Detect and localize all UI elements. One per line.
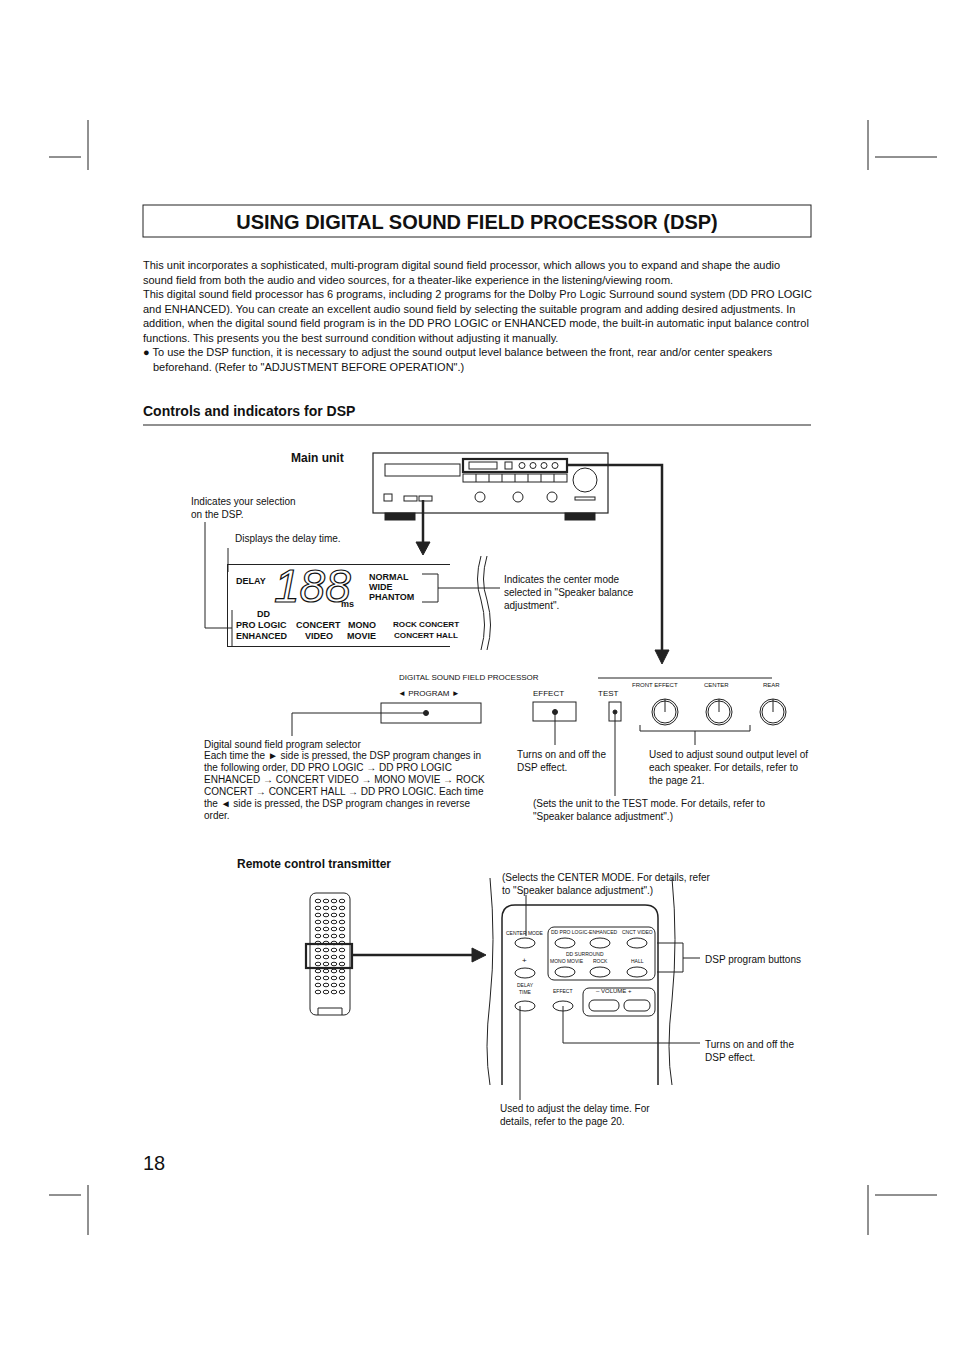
label: ms <box>341 599 354 611</box>
note-text: ● To use the DSP function, it is necessa… <box>143 345 823 374</box>
section-heading: Controls and indicators for DSP <box>143 402 355 420</box>
callout-text: Used to adjust the delay time. For detai… <box>500 1102 675 1128</box>
label: WIDE <box>369 582 393 594</box>
figure-label: Remote control transmitter <box>237 857 391 873</box>
callout-text: Turns on and off the DSP effect. <box>705 1038 805 1064</box>
callout-text: Displays the delay time. <box>235 532 341 545</box>
button-label: HALL <box>631 958 644 965</box>
button-label: CENTER MODE <box>506 930 543 937</box>
panel-label: CENTER <box>704 682 729 690</box>
callout-text: (Sets the unit to the TEST mode. For det… <box>533 797 783 823</box>
button-label: ROCK <box>593 958 607 965</box>
label: CONCERT <box>296 620 341 632</box>
display-panel: DELAY 188ms NORMALWIDEPHANTOM DDPRO LOGIC CO… <box>227 564 450 647</box>
label: ROCK CONCERT <box>393 620 459 631</box>
button-label: CNCT VIDEO <box>622 929 653 936</box>
callout-text: Indicates your selection on the DSP. <box>191 495 301 521</box>
panel-label: DIGITAL SOUND FIELD PROCESSOR <box>399 673 539 683</box>
button-label: – VOLUME + <box>596 988 632 996</box>
label: NORMAL <box>369 572 409 584</box>
callout-text: Used to adjust sound output level of eac… <box>649 748 814 787</box>
panel-label: FRONT EFFECT <box>632 682 678 690</box>
button-label: MONO MOVIE <box>550 958 583 965</box>
label: CONCERT HALL <box>394 631 458 642</box>
callout-text: (Selects the CENTER MODE. For details, r… <box>502 871 712 897</box>
panel-label: EFFECT <box>533 689 564 699</box>
panel-label: REAR <box>763 682 780 690</box>
button-label: DELAY TIME <box>513 982 537 995</box>
callout-text: DSP program buttons <box>705 953 801 966</box>
page-title: USING DIGITAL SOUND FIELD PROCESSOR (DSP… <box>143 209 811 235</box>
callout-text: Digital sound field program selector <box>204 738 361 751</box>
intro-text: This digital sound field processor has 6… <box>143 287 813 345</box>
button-label: DD SURROUND <box>566 951 604 958</box>
panel-label: TEST <box>598 689 618 699</box>
callout-text: Each time the ► side is pressed, the DSP… <box>204 750 494 822</box>
segment-digits: 188 <box>274 561 351 611</box>
button-label: + <box>522 956 527 966</box>
label: VIDEO <box>305 631 333 643</box>
label: DELAY <box>236 576 266 588</box>
label: ENHANCED <box>236 631 287 643</box>
callout-text: Turns on and off the DSP effect. <box>517 748 607 774</box>
label: PRO LOGIC <box>236 620 287 632</box>
label: MONO <box>348 620 376 632</box>
panel-label: ◄ PROGRAM ► <box>398 689 460 699</box>
callout-text: Indicates the center mode selected in "S… <box>504 573 654 612</box>
page-number: 18 <box>143 1150 165 1176</box>
dolby-symbol: DD <box>257 609 270 621</box>
label: PHANTOM <box>369 592 414 604</box>
label: MOVIE <box>347 631 376 643</box>
figure-label: Main unit <box>291 451 344 467</box>
intro-text: This unit incorporates a sophisticated, … <box>143 258 813 287</box>
button-label: DD PRO LOGIC-ENHANCED <box>551 929 617 936</box>
button-label: EFFECT <box>553 988 572 995</box>
